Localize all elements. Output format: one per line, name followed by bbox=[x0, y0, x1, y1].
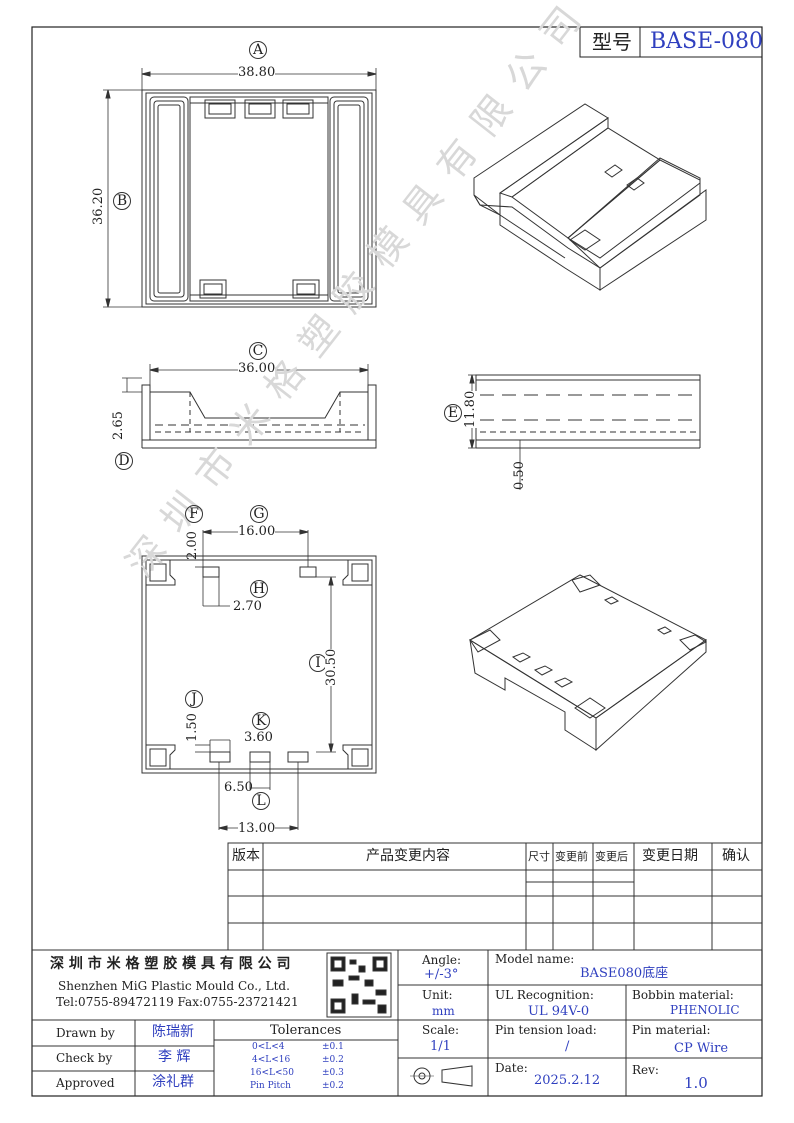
check-by-value: 李 辉 bbox=[158, 1049, 191, 1065]
tol-range-1: 4<L<16 bbox=[252, 1055, 291, 1065]
rev-label: Rev: bbox=[632, 1063, 659, 1077]
pin-tension-label: Pin tension load: bbox=[495, 1023, 597, 1037]
date-value: 2025.2.12 bbox=[534, 1073, 601, 1088]
dim-height-end: 11.80 bbox=[463, 390, 478, 428]
label-k: K bbox=[252, 712, 270, 730]
label-e: E bbox=[444, 404, 462, 422]
approved-value: 涂礼群 bbox=[152, 1074, 194, 1090]
label-h: H bbox=[250, 580, 268, 598]
dim-height-top: 36.20 bbox=[91, 187, 106, 225]
tol-range-3: Pin Pitch bbox=[250, 1081, 291, 1091]
dim-13: 13.00 bbox=[238, 821, 276, 836]
rev-header-version: 版本 bbox=[232, 848, 260, 864]
dim-l: 6.50 bbox=[224, 780, 253, 795]
label-g: G bbox=[250, 505, 268, 523]
approved-label: Approved bbox=[56, 1076, 115, 1090]
rev-header-date: 变更日期 bbox=[642, 848, 698, 864]
pin-material-label: Pin material: bbox=[632, 1023, 711, 1037]
model-value: BASE-080 bbox=[650, 29, 764, 54]
dim-width-side: 36.00 bbox=[238, 361, 276, 376]
tol-range-0: 0<L<4 bbox=[252, 1042, 285, 1052]
top-view bbox=[103, 68, 377, 308]
dim-foot-end: 0.50 bbox=[512, 461, 527, 490]
label-a: A bbox=[249, 41, 267, 59]
rev-value: 1.0 bbox=[684, 1074, 708, 1092]
model-box bbox=[579, 26, 763, 58]
dim-h: 2.70 bbox=[233, 599, 262, 614]
dim-j: 1.50 bbox=[185, 713, 200, 742]
model-label: 型号 bbox=[592, 30, 632, 54]
drawn-by-value: 陈瑞新 bbox=[152, 1024, 194, 1040]
label-d: D bbox=[115, 452, 133, 470]
pin-material-value: CP Wire bbox=[674, 1041, 729, 1056]
company-name-en: Shenzhen MiG Plastic Mould Co., Ltd. bbox=[58, 979, 290, 993]
label-c: C bbox=[249, 342, 267, 360]
rev-header-size: 尺寸 bbox=[528, 850, 550, 863]
model-name-label: Model name: bbox=[495, 952, 575, 966]
scale-label: Scale: bbox=[422, 1023, 460, 1037]
dim-width-top: 38.80 bbox=[238, 65, 276, 80]
scale-value: 1/1 bbox=[430, 1039, 451, 1054]
bobbin-value: PHENOLIC bbox=[670, 1003, 740, 1017]
dim-i: 30.50 bbox=[324, 648, 339, 686]
dim-k: 3.60 bbox=[244, 730, 273, 745]
title-block bbox=[32, 949, 762, 1096]
ul-value: UL 94V-0 bbox=[528, 1004, 590, 1019]
bottom-view bbox=[141, 529, 377, 831]
rev-header-before: 变更前 bbox=[555, 850, 588, 863]
label-j: J bbox=[185, 690, 203, 708]
date-label: Date: bbox=[495, 1061, 528, 1075]
angle-value: +/-3° bbox=[424, 967, 459, 982]
ul-label: UL Recognition: bbox=[495, 988, 594, 1002]
angle-label: Angle: bbox=[422, 953, 462, 967]
tol-value-3: ±0.2 bbox=[322, 1081, 344, 1091]
dim-g: 16.00 bbox=[238, 524, 276, 539]
tolerances-label: Tolerances bbox=[270, 1023, 342, 1038]
model-name-value: BASE080底座 bbox=[580, 966, 669, 981]
company-contact: Tel:0755-89472119 Fax:0755-23721421 bbox=[56, 995, 299, 1009]
check-by-label: Check by bbox=[56, 1051, 113, 1065]
end-view bbox=[468, 374, 701, 490]
sheet-border bbox=[31, 26, 763, 1097]
iso-view-bottom bbox=[469, 574, 708, 752]
tol-value-1: ±0.2 bbox=[322, 1055, 344, 1065]
dim-f: 2.00 bbox=[185, 531, 200, 560]
company-name-cn: 深 圳 市 米 格 塑 胶 模 具 有 限 公 司 bbox=[50, 956, 291, 972]
unit-label: Unit: bbox=[422, 988, 453, 1002]
tol-range-2: 16<L<50 bbox=[250, 1068, 294, 1078]
tol-value-2: ±0.3 bbox=[322, 1068, 344, 1078]
rev-header-after: 变更后 bbox=[595, 850, 628, 863]
unit-value: mm bbox=[432, 1004, 455, 1018]
rev-header-content: 产品变更内容 bbox=[366, 848, 450, 864]
iso-view-top bbox=[473, 103, 707, 291]
label-l: L bbox=[252, 792, 270, 810]
pin-tension-value: / bbox=[565, 1039, 570, 1054]
drawn-by-label: Drawn by bbox=[56, 1026, 115, 1040]
dim-height-side: 2.65 bbox=[111, 411, 126, 440]
rev-header-confirm: 确认 bbox=[722, 848, 750, 864]
tol-value-0: ±0.1 bbox=[322, 1042, 344, 1052]
label-f: F bbox=[185, 505, 203, 523]
bobbin-label: Bobbin material: bbox=[632, 988, 734, 1002]
label-b: B bbox=[113, 192, 131, 210]
